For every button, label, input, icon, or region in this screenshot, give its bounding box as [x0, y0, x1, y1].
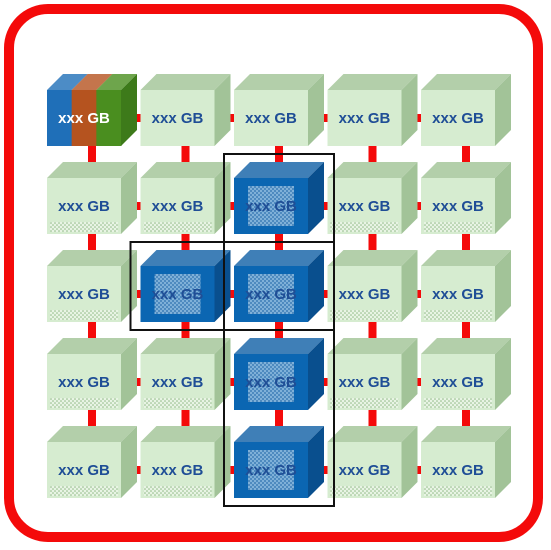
cube-texture — [331, 222, 399, 232]
striped-storage-cube: xxx GB — [47, 74, 137, 146]
cube-capacity-label: xxx GB — [339, 374, 391, 391]
cube-capacity-label: xxx GB — [339, 198, 391, 215]
active-storage-cube: xxx GB — [234, 250, 324, 322]
cube-texture — [424, 486, 492, 496]
cube-capacity-label: xxx GB — [152, 374, 204, 391]
storage-cube: xxx GB — [47, 162, 137, 234]
cube-capacity-label: xxx GB — [58, 462, 110, 479]
cube-texture — [331, 310, 399, 320]
cube-texture — [50, 310, 118, 320]
storage-cube: xxx GB — [328, 162, 418, 234]
cube-texture — [50, 486, 118, 496]
cube-texture — [144, 222, 212, 232]
cube-capacity-label: xxx GB — [432, 198, 484, 215]
storage-cube: xxx GB — [328, 426, 418, 498]
storage-cube: xxx GB — [328, 338, 418, 410]
cube-capacity-label: xxx GB — [58, 286, 110, 303]
storage-cube: xxx GB — [421, 426, 511, 498]
cube-texture — [424, 398, 492, 408]
cube-capacity-label: xxx GB — [58, 110, 110, 127]
active-storage-cube: xxx GB — [234, 426, 324, 498]
cube-capacity-label: xxx GB — [152, 286, 204, 303]
cube-capacity-label: xxx GB — [152, 110, 204, 127]
cube-texture — [50, 222, 118, 232]
cube-capacity-label: xxx GB — [245, 462, 297, 479]
cube-capacity-label: xxx GB — [339, 286, 391, 303]
storage-cube: xxx GB — [47, 426, 137, 498]
storage-cube: xxx GB — [141, 338, 231, 410]
storage-cube: xxx GB — [141, 162, 231, 234]
storage-cube: xxx GB — [47, 250, 137, 322]
active-storage-cube: xxx GB — [234, 162, 324, 234]
cube-capacity-label: xxx GB — [245, 286, 297, 303]
cube-capacity-label: xxx GB — [245, 374, 297, 391]
storage-cube: xxx GB — [328, 250, 418, 322]
cube-capacity-label: xxx GB — [432, 374, 484, 391]
storage-cube: xxx GB — [141, 74, 231, 146]
storage-cube: xxx GB — [421, 74, 511, 146]
cube-texture — [331, 398, 399, 408]
storage-cube: xxx GB — [328, 74, 418, 146]
cube-capacity-label: xxx GB — [432, 462, 484, 479]
cube-capacity-label: xxx GB — [152, 198, 204, 215]
cube-capacity-label: xxx GB — [245, 198, 297, 215]
cube-capacity-label: xxx GB — [339, 110, 391, 127]
cube-capacity-label: xxx GB — [245, 110, 297, 127]
storage-cube: xxx GB — [421, 250, 511, 322]
active-storage-cube: xxx GB — [141, 250, 231, 322]
cube-capacity-label: xxx GB — [58, 198, 110, 215]
cube-texture — [331, 486, 399, 496]
storage-cube: xxx GB — [234, 74, 324, 146]
storage-cube: xxx GB — [47, 338, 137, 410]
cube-texture — [144, 398, 212, 408]
storage-cubes: xxx GB xxx GB xxx GB xxx GB xxx GB xxx GB xxx … — [47, 74, 511, 498]
cube-texture — [424, 310, 492, 320]
active-storage-cube: xxx GB — [234, 338, 324, 410]
cube-capacity-label: xxx GB — [432, 110, 484, 127]
cube-texture — [144, 486, 212, 496]
cube-capacity-label: xxx GB — [58, 374, 110, 391]
storage-cube: xxx GB — [141, 426, 231, 498]
cube-texture — [50, 398, 118, 408]
storage-cube: xxx GB — [421, 338, 511, 410]
storage-cube: xxx GB — [421, 162, 511, 234]
cube-capacity-label: xxx GB — [432, 286, 484, 303]
cube-texture — [424, 222, 492, 232]
cube-capacity-label: xxx GB — [152, 462, 204, 479]
cube-capacity-label: xxx GB — [339, 462, 391, 479]
